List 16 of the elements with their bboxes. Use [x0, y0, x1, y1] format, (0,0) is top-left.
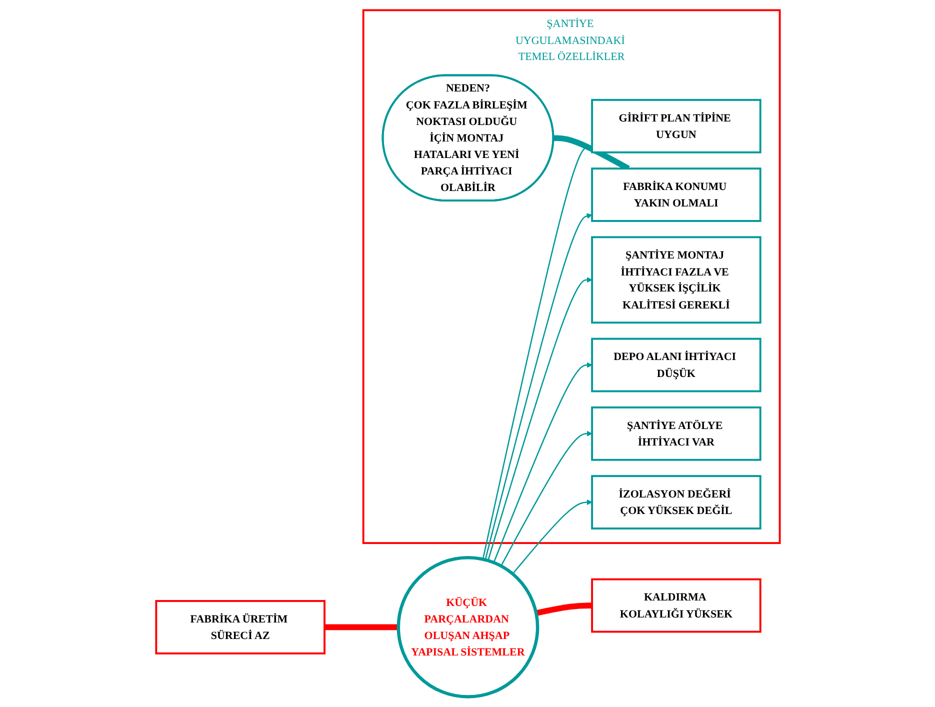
node-box: ŞANTİYE ATÖLYE İHTİYACI VAR [590, 406, 761, 461]
node-box: KALDIRMA KOLAYLIĞI YÜKSEK [590, 578, 761, 633]
node-circle: KÜÇÜK PARÇALARDAN OLUŞAN AHŞAP YAPISAL SİSTEMLER [396, 556, 539, 698]
connector [324, 624, 398, 630]
arrow [512, 499, 592, 574]
node-box: GİRİFT PLAN TİPİNE UYGUN [590, 98, 761, 154]
node-box: FABRİKA KONUMU YAKIN OLMALI [590, 168, 761, 222]
arrow [500, 430, 592, 566]
node-box: FABRİKA ÜRETİM SÜRECİ AZ [154, 600, 325, 654]
connector [535, 602, 592, 616]
arrow [484, 213, 592, 560]
node-box: İZOLASYON DEĞERİ ÇOK YÜKSEK DEĞİL [590, 475, 761, 530]
arrow [486, 277, 592, 561]
node-box: ŞANTİYE MONTAJ İHTİYACI FAZLA VE YÜKSEK İŞÇİLİK KALİTESİ GEREKLİ [590, 236, 761, 324]
arrow [492, 362, 592, 563]
node-box: DEPO ALANI İHTİYACI DÜŞÜK [590, 338, 761, 392]
